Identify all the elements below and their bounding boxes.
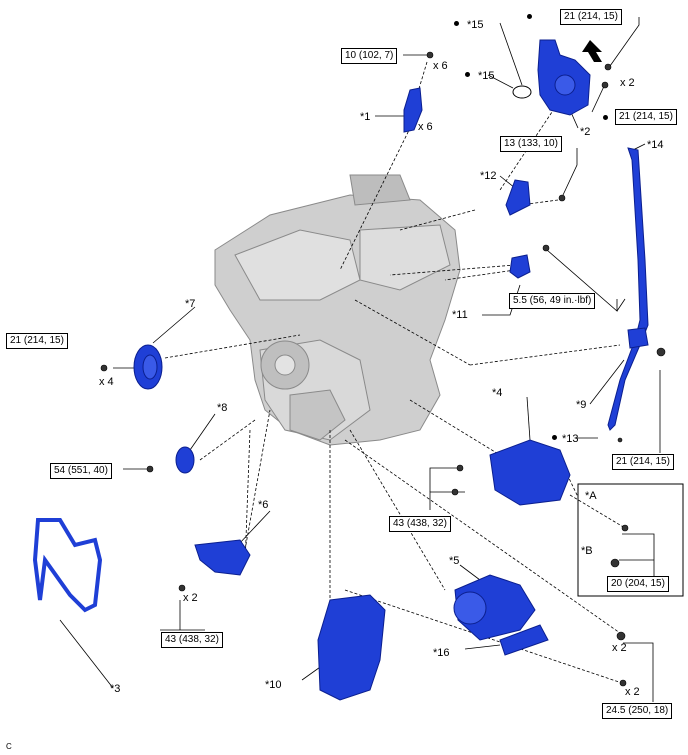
qty-x2-pump: x 2 <box>620 77 635 89</box>
alternator <box>489 439 571 506</box>
oring <box>512 85 532 99</box>
callout-14: *14 <box>647 139 664 151</box>
bullet-pump <box>527 14 532 19</box>
callout-6: *6 <box>258 499 269 511</box>
oil-dipstick-guide <box>607 147 649 431</box>
callout-13: *13 <box>562 433 579 445</box>
bracket-12 <box>505 179 531 216</box>
callout-15-lower: *15 <box>478 70 495 82</box>
drive-belt <box>32 518 103 613</box>
ignition-coil <box>403 87 423 133</box>
callout-7: *7 <box>185 298 196 310</box>
callout-B: *B <box>581 545 593 557</box>
torque-box-21-top: 21 (214, 15) <box>560 9 622 25</box>
variant-box <box>577 483 684 597</box>
bullet-15b <box>465 72 470 77</box>
bullet-13 <box>552 435 557 440</box>
callout-11: *11 <box>452 309 468 321</box>
torque-box-20: 20 (204, 15) <box>607 576 669 592</box>
engine-assembly <box>214 174 461 446</box>
callout-5: *5 <box>449 555 460 567</box>
torque-box-5-5: 5.5 (56, 49 in.·lbf) <box>509 293 596 309</box>
callout-1: *1 <box>360 111 371 123</box>
callout-A: *A <box>585 490 597 502</box>
crank-pulley <box>133 344 163 390</box>
callout-8: *8 <box>217 402 228 414</box>
torque-box-21-right: 21 (214, 15) <box>612 454 674 470</box>
pump-arrow <box>582 40 602 62</box>
qty-x2-left: x 2 <box>183 592 198 604</box>
callout-4: *4 <box>492 387 503 399</box>
insulator-10 <box>317 594 386 701</box>
qty-x2-bolt: x 2 <box>625 686 640 698</box>
callout-3: *3 <box>110 683 121 695</box>
callout-9: *9 <box>576 399 587 411</box>
torque-box-13: 13 (133, 10) <box>500 136 562 152</box>
idler-pulley <box>175 446 195 474</box>
corner-mark: C <box>6 742 12 751</box>
torque-box-21-pump: 21 (214, 15) <box>615 109 677 125</box>
torque-box-54: 54 (551, 40) <box>50 463 112 479</box>
fuel-pump <box>537 39 591 116</box>
compressor <box>453 574 536 641</box>
clamp-11 <box>509 254 531 279</box>
qty-x2-nut: x 2 <box>612 642 627 654</box>
torque-box-43-low: 43 (438, 32) <box>161 632 223 648</box>
torque-box-10: 10 (102, 7) <box>341 48 398 64</box>
bolts <box>100 51 666 687</box>
qty-x6-coil: x 6 <box>418 121 433 133</box>
bullet-pump-bolt <box>603 115 608 120</box>
torque-box-21-left: 21 (214, 15) <box>6 333 68 349</box>
callout-10: *10 <box>265 679 282 691</box>
torque-box-24-5: 24.5 (250, 18) <box>602 703 673 719</box>
bullet-15a <box>454 21 459 26</box>
qty-x4: x 4 <box>99 376 114 388</box>
callout-12: *12 <box>480 170 497 182</box>
qty-x6-bolt: x 6 <box>433 60 448 72</box>
torque-box-43-alt: 43 (438, 32) <box>389 516 451 532</box>
tensioner <box>194 539 251 576</box>
callout-15-upper: *15 <box>467 19 484 31</box>
dashed-leaders <box>164 61 626 684</box>
callout-2: *2 <box>580 126 591 138</box>
callout-16: *16 <box>433 647 450 659</box>
compressor-bracket <box>499 624 549 656</box>
